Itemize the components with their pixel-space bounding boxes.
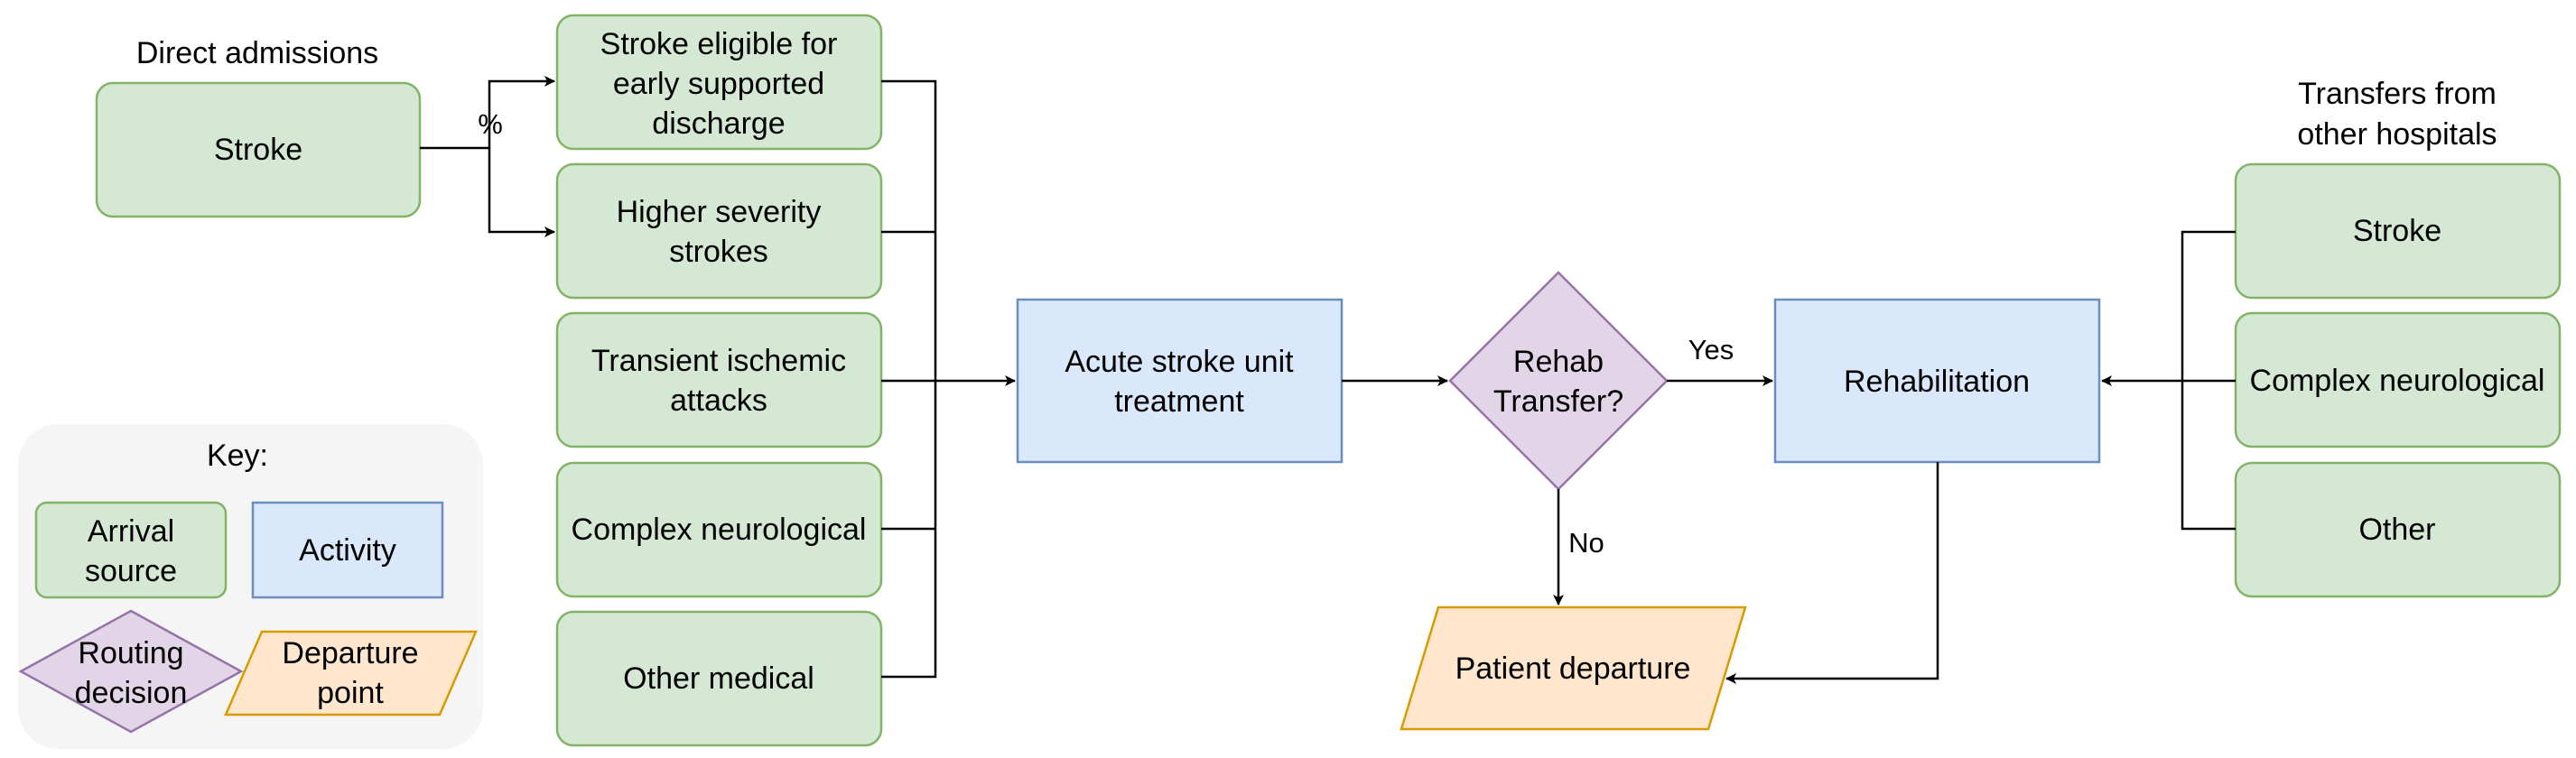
rehabilitation-node	[1773, 298, 2101, 464]
higher-severity-label-line1: Higher severity	[617, 195, 822, 229]
transfers-bus-connector	[2101, 230, 2236, 531]
transfers-heading-line2: other hospitals	[2297, 117, 2497, 152]
rehabilitation-label: Rehabilitation	[1844, 365, 2030, 399]
direct-stroke-label: Stroke	[214, 133, 302, 167]
decision-label-line2: Transfer?	[1493, 384, 1623, 419]
key-activity-label: Activity	[299, 533, 396, 568]
direct-admissions-heading: Direct admissions	[136, 36, 378, 70]
split-percent-label: %	[478, 108, 503, 140]
key-departure-label-line2: point	[317, 676, 384, 710]
transfer-complex-neuro-label: Complex neurological	[2250, 364, 2545, 398]
asu-label-line2: treatment	[1114, 384, 1244, 419]
key-arrival-label: Arrival	[88, 514, 174, 549]
esd-stroke-label-line2: early supported	[613, 67, 824, 101]
direct-stroke-node	[95, 81, 422, 218]
key-routing-swatch	[18, 609, 244, 734]
split-to-esd-edge	[420, 76, 555, 150]
decision-yes-label: Yes	[1688, 334, 1734, 365]
higher-severity-label-line2: strokes	[669, 235, 768, 269]
key-title: Key:	[207, 439, 268, 473]
patient-departure-node	[1400, 605, 1747, 731]
key-routing-label-line2: decision	[75, 676, 188, 710]
decision-label-line1: Rehab	[1513, 345, 1604, 379]
esd-stroke-label-line3: discharge	[652, 106, 785, 141]
key-arrival-label-line2: source	[85, 554, 177, 588]
key-departure-swatch	[224, 630, 478, 716]
rehab-transfer-decision	[1448, 271, 1669, 491]
asu-treatment-node	[1016, 298, 1344, 464]
tia-label-line2: attacks	[670, 384, 767, 418]
arrival-sources-column: Stroke eligible for early supported disc…	[555, 14, 883, 747]
decision-no-label: No	[1568, 527, 1604, 559]
other-medical-node	[555, 610, 883, 747]
transfer-other-label: Other	[2358, 513, 2435, 547]
key-legend: Key: Arrival source Activity Routing dec…	[18, 424, 483, 749]
asu-label-line1: Acute stroke unit	[1065, 345, 1294, 379]
other-medical-label: Other medical	[623, 661, 814, 696]
split-to-severity-edge	[488, 148, 555, 237]
complex-neuro-label: Complex neurological	[572, 513, 867, 547]
esd-bus-edge	[881, 79, 937, 679]
tia-label-line1: Transient ischemic	[591, 344, 846, 378]
esd-stroke-label-line1: Stroke eligible for	[600, 27, 838, 61]
arrivals-bus-connector	[881, 79, 1016, 679]
rehab-to-departure-edge	[1725, 462, 1939, 684]
transfers-heading-line1: Transfers from	[2298, 77, 2497, 111]
key-departure-label: Departure	[282, 636, 418, 670]
tia-node	[555, 311, 883, 448]
transfer-stroke-label: Stroke	[2353, 214, 2441, 248]
higher-severity-node	[555, 162, 883, 300]
key-routing-label: Routing	[78, 636, 183, 670]
patient-departure-label: Patient departure	[1455, 652, 1691, 686]
key-activity-swatch	[251, 501, 444, 599]
stroke-split-connector	[420, 76, 555, 237]
key-arrival-swatch	[34, 501, 228, 599]
